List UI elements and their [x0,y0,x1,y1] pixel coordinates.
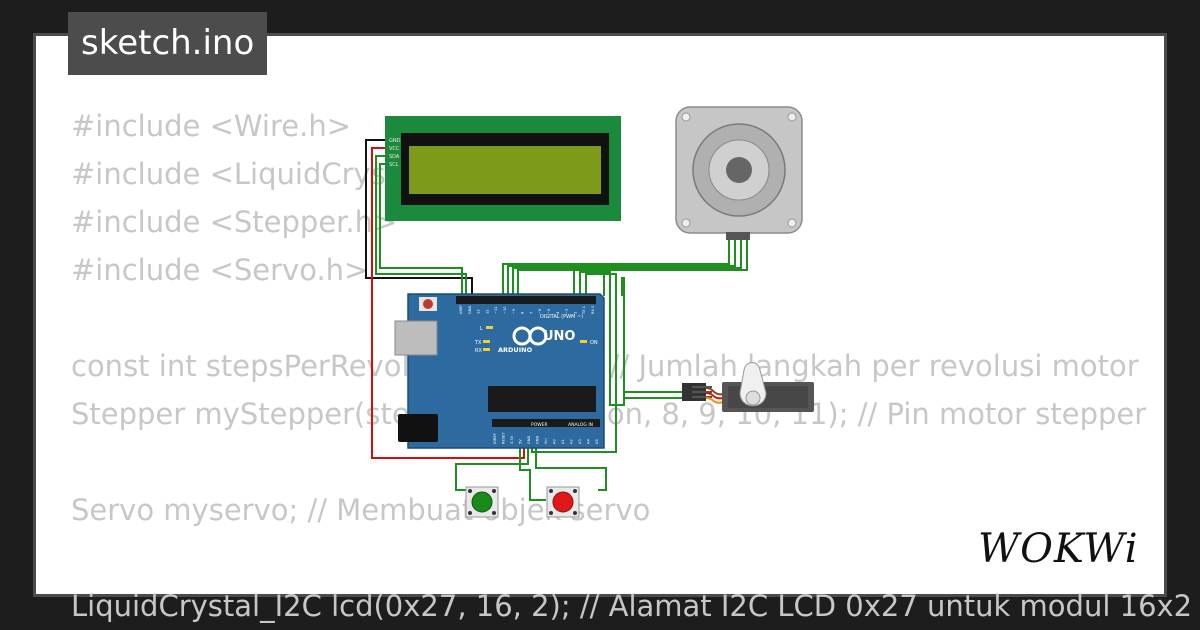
window-title: sketch.ino [68,12,268,75]
wire-button-common [519,440,546,501]
wire-button-green [455,440,529,491]
wire-stepper-4 [517,232,748,296]
power-label: POWER [531,422,548,428]
pin-label: 13 [477,309,481,314]
button-green[interactable] [465,486,499,518]
pin-label: Vin [544,438,548,444]
pin-label: ~5 [547,309,551,314]
pin-label: 3.3V [510,435,514,444]
bottom-pin-labels: IOREF RESET 3.3V 5V GND GND Vin A0 A1 A2 A3 A4 A5 [493,432,599,444]
analog-label: ANALOG IN [568,422,593,428]
wire-servo-power [531,273,617,453]
pin-label: AREF [459,305,463,314]
power-jack [398,414,438,442]
top-pin-labels: AREF GND 13 12 ~11 ~10 ~9 8 7 ~6 ~5 4 ~3 2 TX 1 RX 0 [459,305,595,315]
pin-label: A0 [553,439,557,444]
wokwi-logo: WOKWi [978,526,1139,572]
code-line: #include <Wire.h> [71,109,352,143]
code-background: #include <Wire.h> #include <LiquidCrysta… [71,106,1192,623]
lcd-pin-label: SCL [389,162,399,168]
atmega-chip [488,386,596,412]
lcd-module: GND VCC SDA SCL [385,116,621,221]
wire-scl [379,163,463,296]
wire-button-red [535,440,607,491]
wire-gnd [365,139,473,296]
pin-label: TX 1 [582,306,586,315]
lcd-pin-label: SDA [389,154,400,160]
pin-label: ~10 [503,306,507,314]
pin-label: ~9 [512,308,516,314]
reset-button [423,299,433,309]
wire-sda [375,155,467,296]
button-red[interactable] [546,486,580,518]
arduino-model: UNO [543,329,576,344]
led-label: ON [590,340,598,346]
pin-label: A1 [561,439,565,444]
pin-label: ~3 [565,309,569,314]
arduino-brand: ARDUINO [498,346,533,354]
pin-label: 8 [521,311,525,314]
pin-label: ~6 [538,308,542,314]
pin-label: 2 [573,312,577,314]
servo-motor [682,362,814,412]
wire-vcc [371,147,525,459]
arduino-uno: UNO ARDUINO DIGITAL (PWM ~) POWER ANALOG… [394,293,605,449]
pin-label: RESET [502,432,506,444]
usb-port [394,320,438,356]
code-line: LiquidCrystal_I2C lcd(0x27, 16, 2); // A… [71,589,1193,623]
pin-label: GND [536,436,540,444]
pin-label: GND [527,436,531,444]
stepper-motor [675,106,803,240]
led-label: RX [475,348,482,354]
pin-label: A4 [587,439,591,444]
power-analog-header [492,419,600,427]
digital-header [456,296,596,304]
wire-stepper-3 [512,232,742,296]
led-label: TX [474,340,482,346]
pin-label: IOREF [493,433,497,444]
pin-label: RX 0 [591,305,595,314]
wire-stepper-1 [502,232,730,296]
lcd-pin-label: VCC [389,146,400,152]
pin-label: ~11 [494,306,498,314]
pin-label: 12 [485,309,489,314]
led-label: L [480,326,483,332]
wire-stepper-2 [507,232,736,296]
pin-label: A3 [578,439,582,444]
digital-label: DIGITAL (PWM ~) [540,314,583,320]
pin-label: A5 [595,439,599,444]
wire-servo-gnd [621,277,682,399]
wire-d5 [573,269,605,296]
pin-label: A2 [570,439,574,444]
pin-label: GND [468,306,472,314]
lcd-pin-label: GND [389,138,401,144]
code-line: Servo myservo; // Membuat objek servo [71,493,651,527]
code-line: #include <Servo.h> [71,253,369,287]
pin-label: 7 [529,312,533,314]
wires [365,139,748,501]
pin-label: 4 [556,311,560,314]
pin-label: 5V [519,439,523,444]
